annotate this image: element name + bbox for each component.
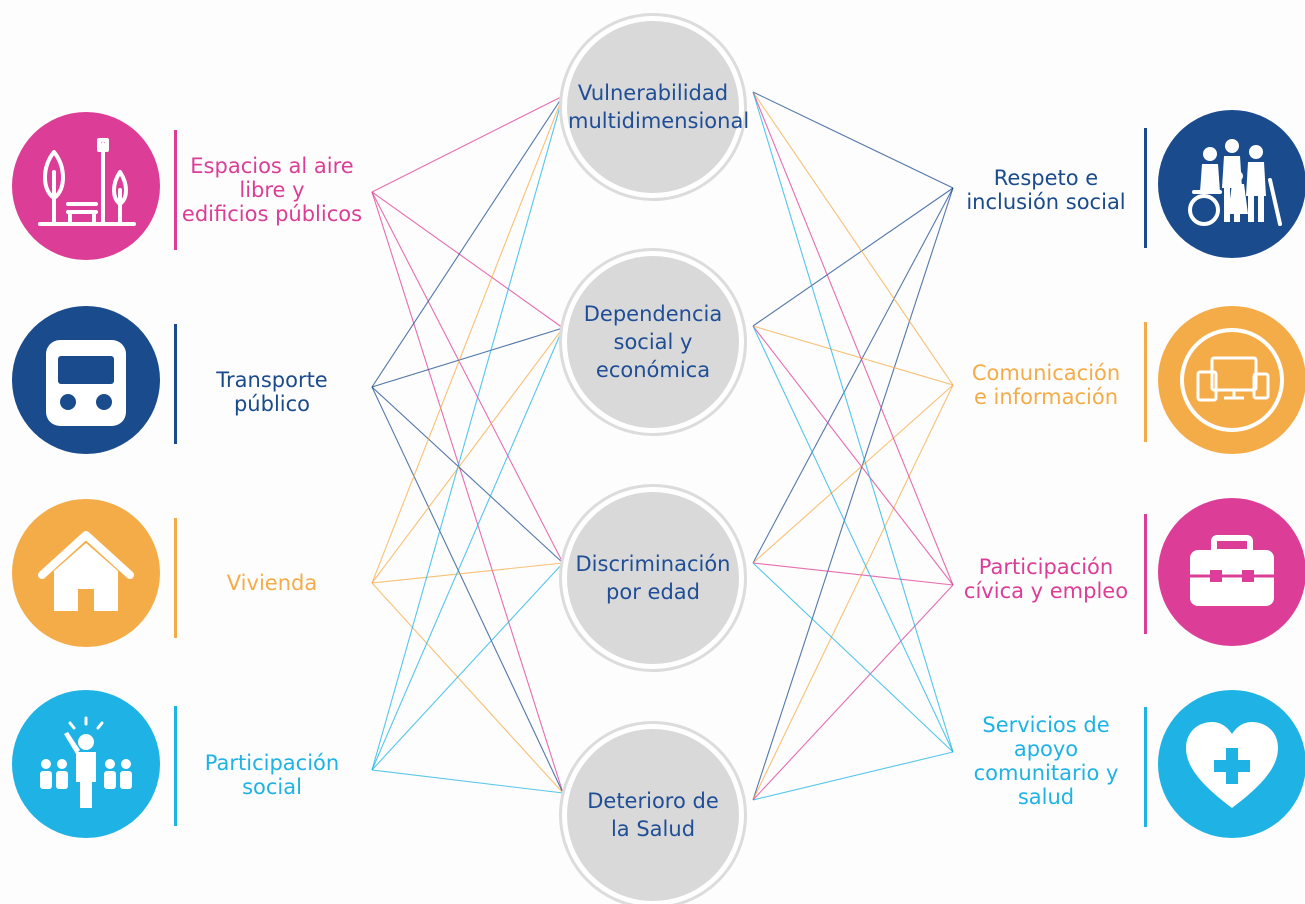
connector-right-0-factor-2 xyxy=(752,187,954,564)
right-icon-1 xyxy=(1158,306,1305,454)
left-label-2: Vivienda xyxy=(226,571,318,595)
connector-left-1-factor-1 xyxy=(371,327,564,388)
factor-circle-0: Vulnerabilidad multidimensional xyxy=(562,16,750,198)
connector-right-3-factor-0 xyxy=(752,91,954,753)
factor-circle-1: Dependencia social y económica xyxy=(562,251,744,433)
connector-left-2-factor-0 xyxy=(371,95,564,584)
connector-left-0-factor-1 xyxy=(371,191,564,329)
connector-right-3-factor-1 xyxy=(752,325,954,753)
right-divider-1 xyxy=(1144,322,1147,442)
factor-circle-2: Discriminación por edad xyxy=(562,487,744,669)
briefcase-icon xyxy=(1190,535,1274,606)
connector-left-3-factor-1 xyxy=(371,327,564,771)
connector-right-1-factor-3 xyxy=(752,384,954,801)
connector-left-1-factor-3 xyxy=(371,386,564,794)
factor-circle-3: Deterioro de la Salud xyxy=(562,724,744,904)
right-divider-3 xyxy=(1144,707,1147,827)
left-label-1: Transporte público xyxy=(216,368,328,416)
factor-label-2: Discriminación por edad xyxy=(575,552,731,604)
factor-label-0: Vulnerabilidad multidimensional xyxy=(568,81,750,133)
connector-left-0-factor-2 xyxy=(371,191,564,564)
connector-right-2-factor-0 xyxy=(752,91,954,586)
left-label-3: Participación social xyxy=(204,751,340,799)
right-label-1: Comunicación e información xyxy=(971,361,1121,409)
left-icon-2 xyxy=(12,499,160,647)
people-group-icon xyxy=(40,716,132,808)
right-label-2: Participación cívica y empleo xyxy=(963,555,1129,603)
right-label-0: Respeto e inclusión social xyxy=(966,166,1126,214)
right-icon-0 xyxy=(1158,110,1305,258)
left-divider-0 xyxy=(174,130,177,250)
diverse-people-icon xyxy=(1188,139,1282,226)
factor-label-3: Deterioro de la Salud xyxy=(587,789,719,841)
left-divider-2 xyxy=(174,518,177,638)
bus-icon xyxy=(46,340,126,426)
devices-icon xyxy=(1180,328,1284,432)
connector-right-0-factor-1 xyxy=(752,187,954,327)
connector-left-3-factor-3 xyxy=(371,769,564,794)
left-divider-3 xyxy=(174,706,177,826)
connector-right-0-factor-0 xyxy=(752,91,954,189)
connector-left-2-factor-1 xyxy=(371,327,564,584)
park-bench-tree-icon xyxy=(38,138,136,226)
left-divider-1 xyxy=(174,324,177,444)
connector-right-1-factor-0 xyxy=(752,91,954,386)
connector-left-1-factor-2 xyxy=(371,386,564,564)
house-icon xyxy=(38,531,134,611)
right-icon-3 xyxy=(1158,690,1305,838)
connector-left-3-factor-0 xyxy=(371,95,564,771)
connector-left-0-factor-3 xyxy=(371,191,564,794)
connector-right-3-factor-3 xyxy=(752,751,954,801)
factor-label-1: Dependencia social y económica xyxy=(583,302,723,382)
right-divider-2 xyxy=(1144,514,1147,634)
connector-left-2-factor-2 xyxy=(371,562,564,584)
right-label-3: Servicios de apoyo comunitario y salud xyxy=(973,713,1119,809)
right-divider-0 xyxy=(1144,128,1147,248)
connector-right-2-factor-1 xyxy=(752,325,954,586)
connector-right-2-factor-3 xyxy=(752,584,954,801)
connector-left-1-factor-0 xyxy=(371,95,564,388)
connector-right-0-factor-3 xyxy=(752,187,954,801)
connector-right-2-factor-2 xyxy=(752,562,954,586)
connector-left-3-factor-2 xyxy=(371,562,564,771)
right-icon-2 xyxy=(1158,498,1305,646)
left-icon-0 xyxy=(12,112,160,260)
connector-right-1-factor-2 xyxy=(752,384,954,564)
left-icon-1 xyxy=(12,306,160,454)
connector-left-0-factor-0 xyxy=(371,95,564,193)
left-icon-3 xyxy=(12,690,160,838)
connector-left-2-factor-3 xyxy=(371,582,564,794)
heart-plus-icon xyxy=(1186,722,1278,808)
left-label-0: Espacios al aire libre y edificios públi… xyxy=(181,154,363,226)
connector-right-1-factor-1 xyxy=(752,325,954,386)
connector-right-3-factor-2 xyxy=(752,562,954,753)
